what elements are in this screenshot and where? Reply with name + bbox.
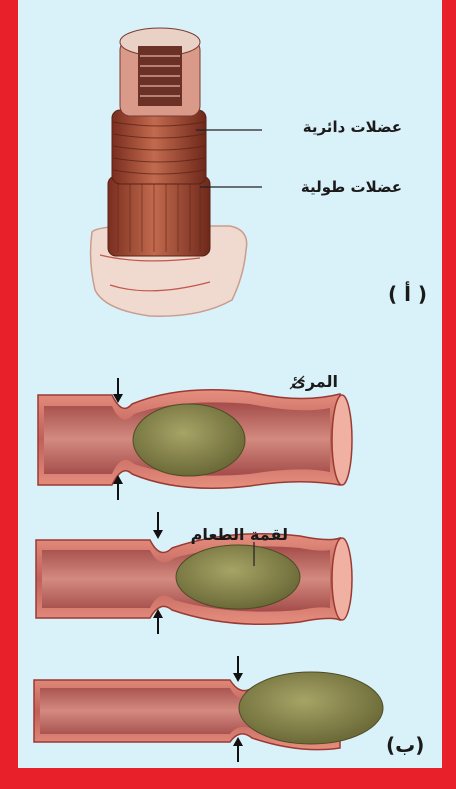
arrow-up-stage-2 — [153, 609, 163, 634]
tube-stage-1 — [38, 390, 352, 489]
arrow-down-stage-3 — [233, 656, 243, 682]
esophagus-3d-section — [91, 28, 247, 316]
label-longitudinal-muscles: عضلات طولية — [301, 178, 402, 196]
label-circular-muscles: عضلات دائرية — [303, 118, 402, 136]
tube-stage-3 — [34, 672, 383, 750]
label-food-bolus: لقمة الطعام — [191, 525, 288, 544]
tube-stage-2 — [36, 534, 352, 625]
arrow-down-stage-2 — [153, 512, 163, 539]
arrow-up-stage-3 — [233, 737, 243, 762]
label-esophagus: المرئ — [291, 372, 338, 391]
panel-letter-a: ( أ ) — [388, 282, 427, 306]
panel-letter-b: (ب) — [386, 733, 424, 757]
